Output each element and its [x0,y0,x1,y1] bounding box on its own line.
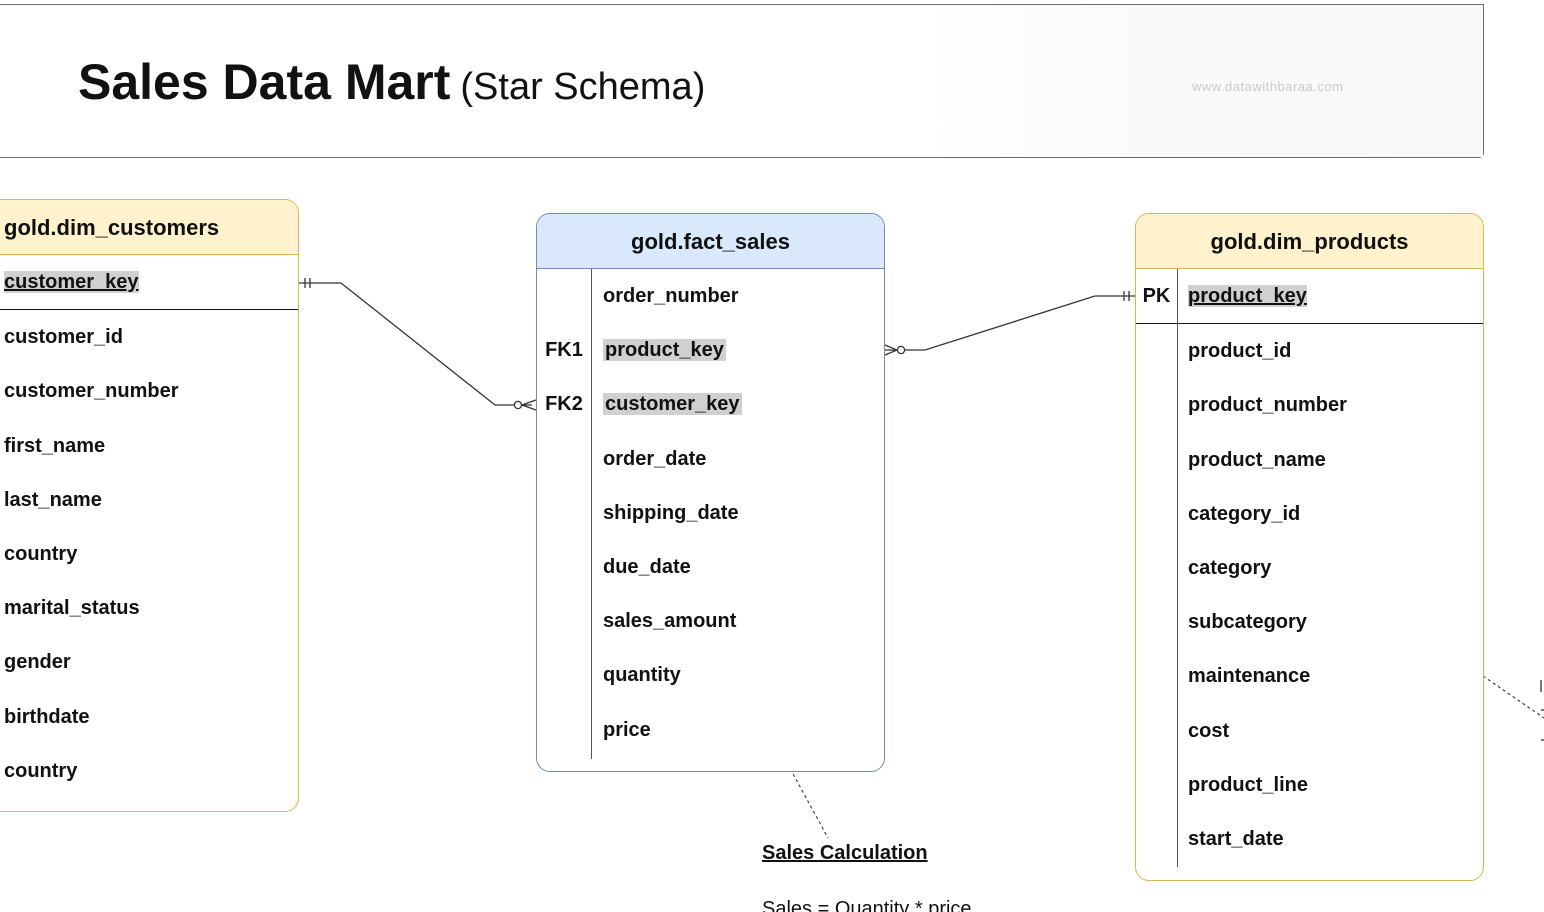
table-row[interactable]: product_id [1136,324,1483,378]
column-name: birthdate [4,705,90,728]
table-row[interactable]: category_id [1136,487,1483,541]
table-name: gold.dim_products [1210,229,1409,254]
watermark-text: www.datawithbaraa.com [1192,79,1344,94]
column-name: maintenance [1188,665,1311,688]
column-key-label: FK2 [545,393,583,416]
table-row[interactable]: FK2 customer_key [537,377,884,431]
title-subtitle: (Star Schema) [460,66,706,108]
note-pointer-sales [726,652,829,839]
key-column-divider [1177,269,1178,867]
table-header: gold.fact_sales [537,214,884,269]
table-row[interactable]: marital_status [0,581,298,635]
column-name: order_number [603,285,739,307]
table-row[interactable]: FK1 product_key [537,323,884,377]
column-name: category [1188,556,1272,579]
table-dim-customers[interactable]: gold.dim_customers customer_key customer… [0,199,299,812]
column-name: product_name [1188,448,1326,471]
table-row[interactable]: start_date [1136,812,1483,866]
column-name: quantity [603,664,681,687]
column-name: sales_amount [603,610,737,633]
table-row[interactable]: first_name [0,419,298,473]
column-name: start_date [1188,827,1284,850]
table-row[interactable]: price [537,703,884,757]
column-name: marital_status [4,597,140,620]
column-name: customer_number [4,380,179,403]
table-row[interactable]: country [0,744,298,798]
table-row[interactable]: last_name [0,473,298,527]
table-row[interactable]: customer_number [0,364,298,418]
column-name: country [4,759,78,782]
column-name: subcategory [1188,611,1307,634]
column-name: category_id [1188,502,1301,525]
table-row[interactable]: due_date [537,540,884,594]
table-row[interactable]: product_line [1136,758,1483,812]
pk-column-name: customer_key [4,271,139,293]
column-name: country [4,542,78,565]
pk-label: PK [1142,285,1171,307]
table-row[interactable]: shipping_date [537,486,884,540]
note-title: Sales Calculation [762,842,928,864]
column-name: due_date [603,555,691,578]
table-row[interactable]: gender [0,635,298,689]
table-row[interactable]: subcategory [1136,595,1483,649]
column-key-label: FK1 [545,339,583,362]
column-name: order_date [603,447,707,470]
column-name: cost [1188,719,1230,742]
column-name: shipping_date [603,501,739,524]
table-row[interactable]: cost [1136,704,1483,758]
table-row[interactable]: birthdate [0,690,298,744]
table-dim-products[interactable]: gold.dim_products PK product_key product… [1135,213,1484,881]
column-name: customer_id [4,326,123,349]
pk-row[interactable]: PK product_key [1136,269,1483,325]
customers-fact-line [299,282,532,406]
title-banner-fade [923,5,1483,157]
table-row[interactable]: order_date [537,432,884,486]
title-main: Sales Data Mart [78,54,451,110]
column-name: product_id [1188,340,1292,363]
table-row[interactable]: quantity [537,648,884,702]
fact-products-line [884,295,1136,351]
table-row[interactable]: product_number [1136,378,1483,432]
key-column-divider [591,269,592,759]
title-banner: Sales Data Mart(Star Schema) www.datawit… [0,4,1484,158]
foreign-key-column-name: customer_key [603,393,742,416]
table-row[interactable]: customer_id [0,310,298,364]
table-row[interactable]: country [0,527,298,581]
table-header: gold.dim_customers [0,200,298,255]
pk-row[interactable]: customer_key [0,255,298,311]
table-row[interactable]: order_number [537,269,884,323]
column-name: gender [4,651,71,674]
column-name: product_line [1188,773,1309,796]
column-name-wrapper: product_key [603,323,726,377]
table-header: gold.dim_products [1136,214,1483,269]
pk-column-name: product_key [1188,285,1307,307]
column-name: price [603,718,651,741]
table-name: gold.fact_sales [631,229,790,254]
fact-products-relationship [884,291,1136,356]
table-row[interactable]: product_name [1136,433,1483,487]
table-row[interactable]: category [1136,541,1483,595]
note-pointer-products [1482,675,1544,719]
table-row[interactable]: sales_amount [537,594,884,648]
table-row[interactable]: maintenance [1136,649,1483,703]
column-name: product_number [1188,394,1347,417]
table-name: gold.dim_customers [4,215,220,240]
note-formula: Sales = Quantity * price [762,898,972,912]
crowfoot-mark [520,399,537,411]
page-title: Sales Data Mart(Star Schema) [78,53,705,111]
column-name-wrapper: customer_key [603,377,742,431]
foreign-key-column-name: product_key [603,339,726,362]
column-name: last_name [4,488,102,511]
zero-mark-right [896,345,906,355]
customers-fact-relationship [299,278,537,411]
column-name: first_name [4,434,106,457]
